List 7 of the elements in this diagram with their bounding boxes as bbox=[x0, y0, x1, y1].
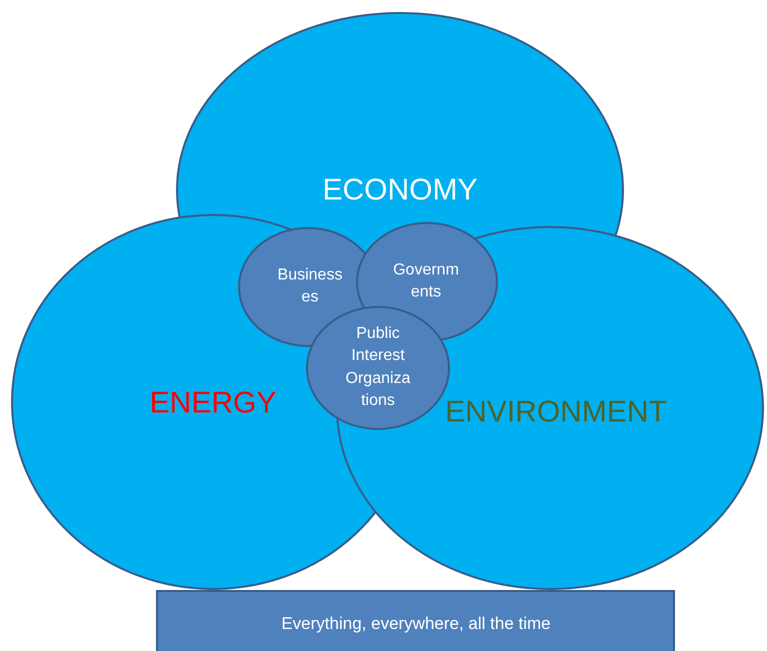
node-label: Public Interest Organiza tions bbox=[344, 324, 412, 412]
node-label: Everything, everywhere, all the time bbox=[280, 613, 552, 636]
node-label: ECONOMY bbox=[321, 174, 478, 206]
node-label: Governm ents bbox=[392, 260, 460, 303]
node-label: ENERGY bbox=[148, 386, 278, 420]
node-label: ENVIRONMENT bbox=[444, 396, 668, 428]
node-label: Business es bbox=[276, 266, 344, 308]
